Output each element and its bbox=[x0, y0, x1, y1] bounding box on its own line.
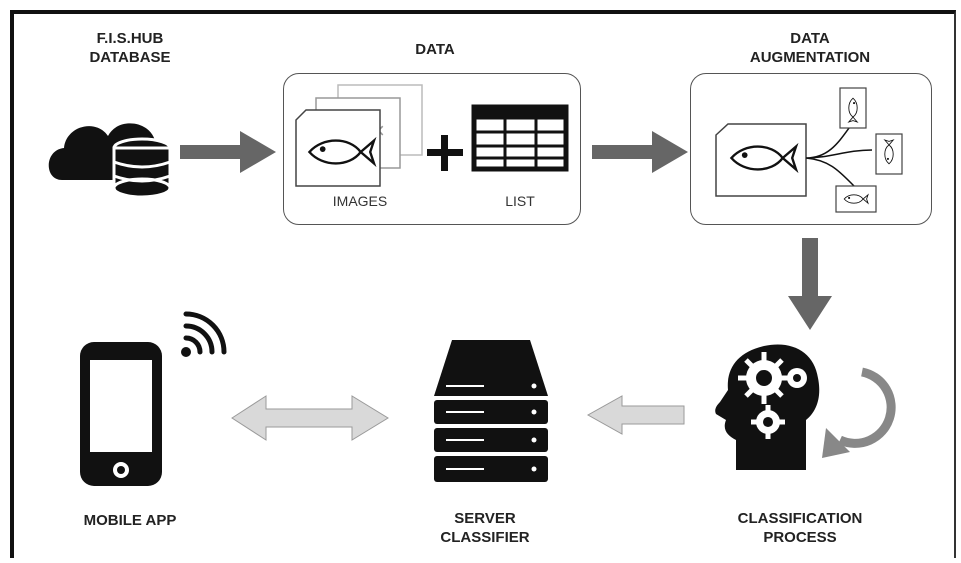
wifi-icon bbox=[181, 311, 227, 357]
smartphone-icon bbox=[80, 342, 162, 486]
refresh-icon bbox=[822, 367, 896, 458]
mobile-app-label: MOBILE APP bbox=[83, 512, 177, 529]
arrow-database-to-data bbox=[180, 131, 276, 173]
plus-icon bbox=[427, 135, 463, 171]
data-label: DATA bbox=[415, 41, 455, 58]
list-label: LIST bbox=[505, 193, 535, 209]
augmentation-label: DATA AUGMENTATION bbox=[749, 30, 871, 66]
augmented-fish-icon bbox=[715, 87, 903, 213]
database-label: F.I.S.HUB DATABASE bbox=[89, 30, 171, 66]
fish-image-icon: × bbox=[295, 84, 423, 187]
arrow-augmentation-to-classification bbox=[788, 238, 832, 330]
arrow-server-mobile bbox=[231, 395, 389, 441]
brain-gears-icon bbox=[715, 344, 820, 470]
table-list-icon bbox=[471, 104, 569, 172]
cloud-database-icon bbox=[48, 123, 172, 199]
arrow-classification-to-server bbox=[586, 395, 685, 435]
diagram-frame bbox=[10, 10, 956, 558]
images-label: IMAGES bbox=[332, 193, 388, 209]
arrow-data-to-augmentation bbox=[592, 131, 688, 173]
server-label: SERVER CLASSIFIER bbox=[440, 510, 530, 546]
server-icon bbox=[434, 340, 548, 482]
classification-label: CLASSIFICATION PROCESS bbox=[737, 510, 863, 546]
